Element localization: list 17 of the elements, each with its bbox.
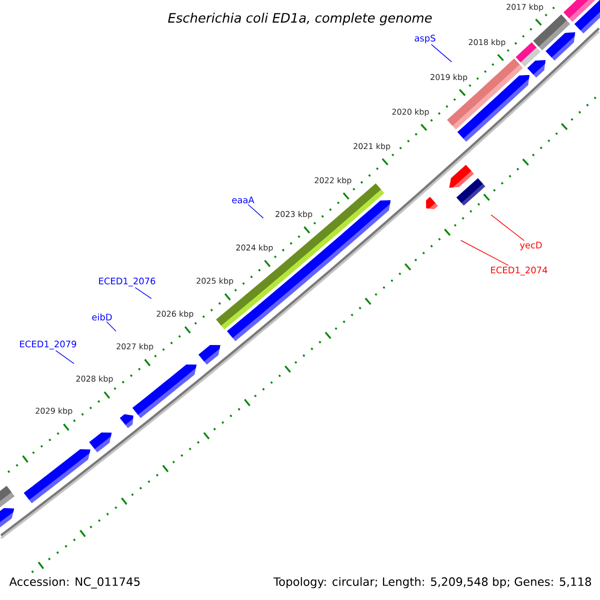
gene-label: aspS — [414, 34, 436, 44]
footer-text: Accession: NC_011745 — [9, 577, 140, 588]
leader-line — [490, 214, 524, 241]
footer-text: Topology: circular; Length: 5,209,548 bp; Genes: 5,118 — [273, 577, 592, 588]
gene-label: ECED1_2074 — [491, 266, 548, 276]
leader-line — [248, 204, 264, 218]
map-title: Escherichia coli ED1a, complete genome — [168, 12, 432, 26]
leader-line — [106, 321, 116, 332]
gene-label: yecD — [520, 242, 542, 250]
leader-line — [55, 350, 74, 364]
leader-line — [430, 44, 452, 62]
gene-label: ECED1_2079 — [20, 340, 76, 350]
gene-label: eaaA — [232, 196, 254, 204]
leader-line — [460, 240, 509, 266]
gene-label: eibD — [92, 314, 112, 320]
gene-label: ECED1_2076 — [99, 278, 156, 286]
leader-line — [134, 287, 152, 299]
